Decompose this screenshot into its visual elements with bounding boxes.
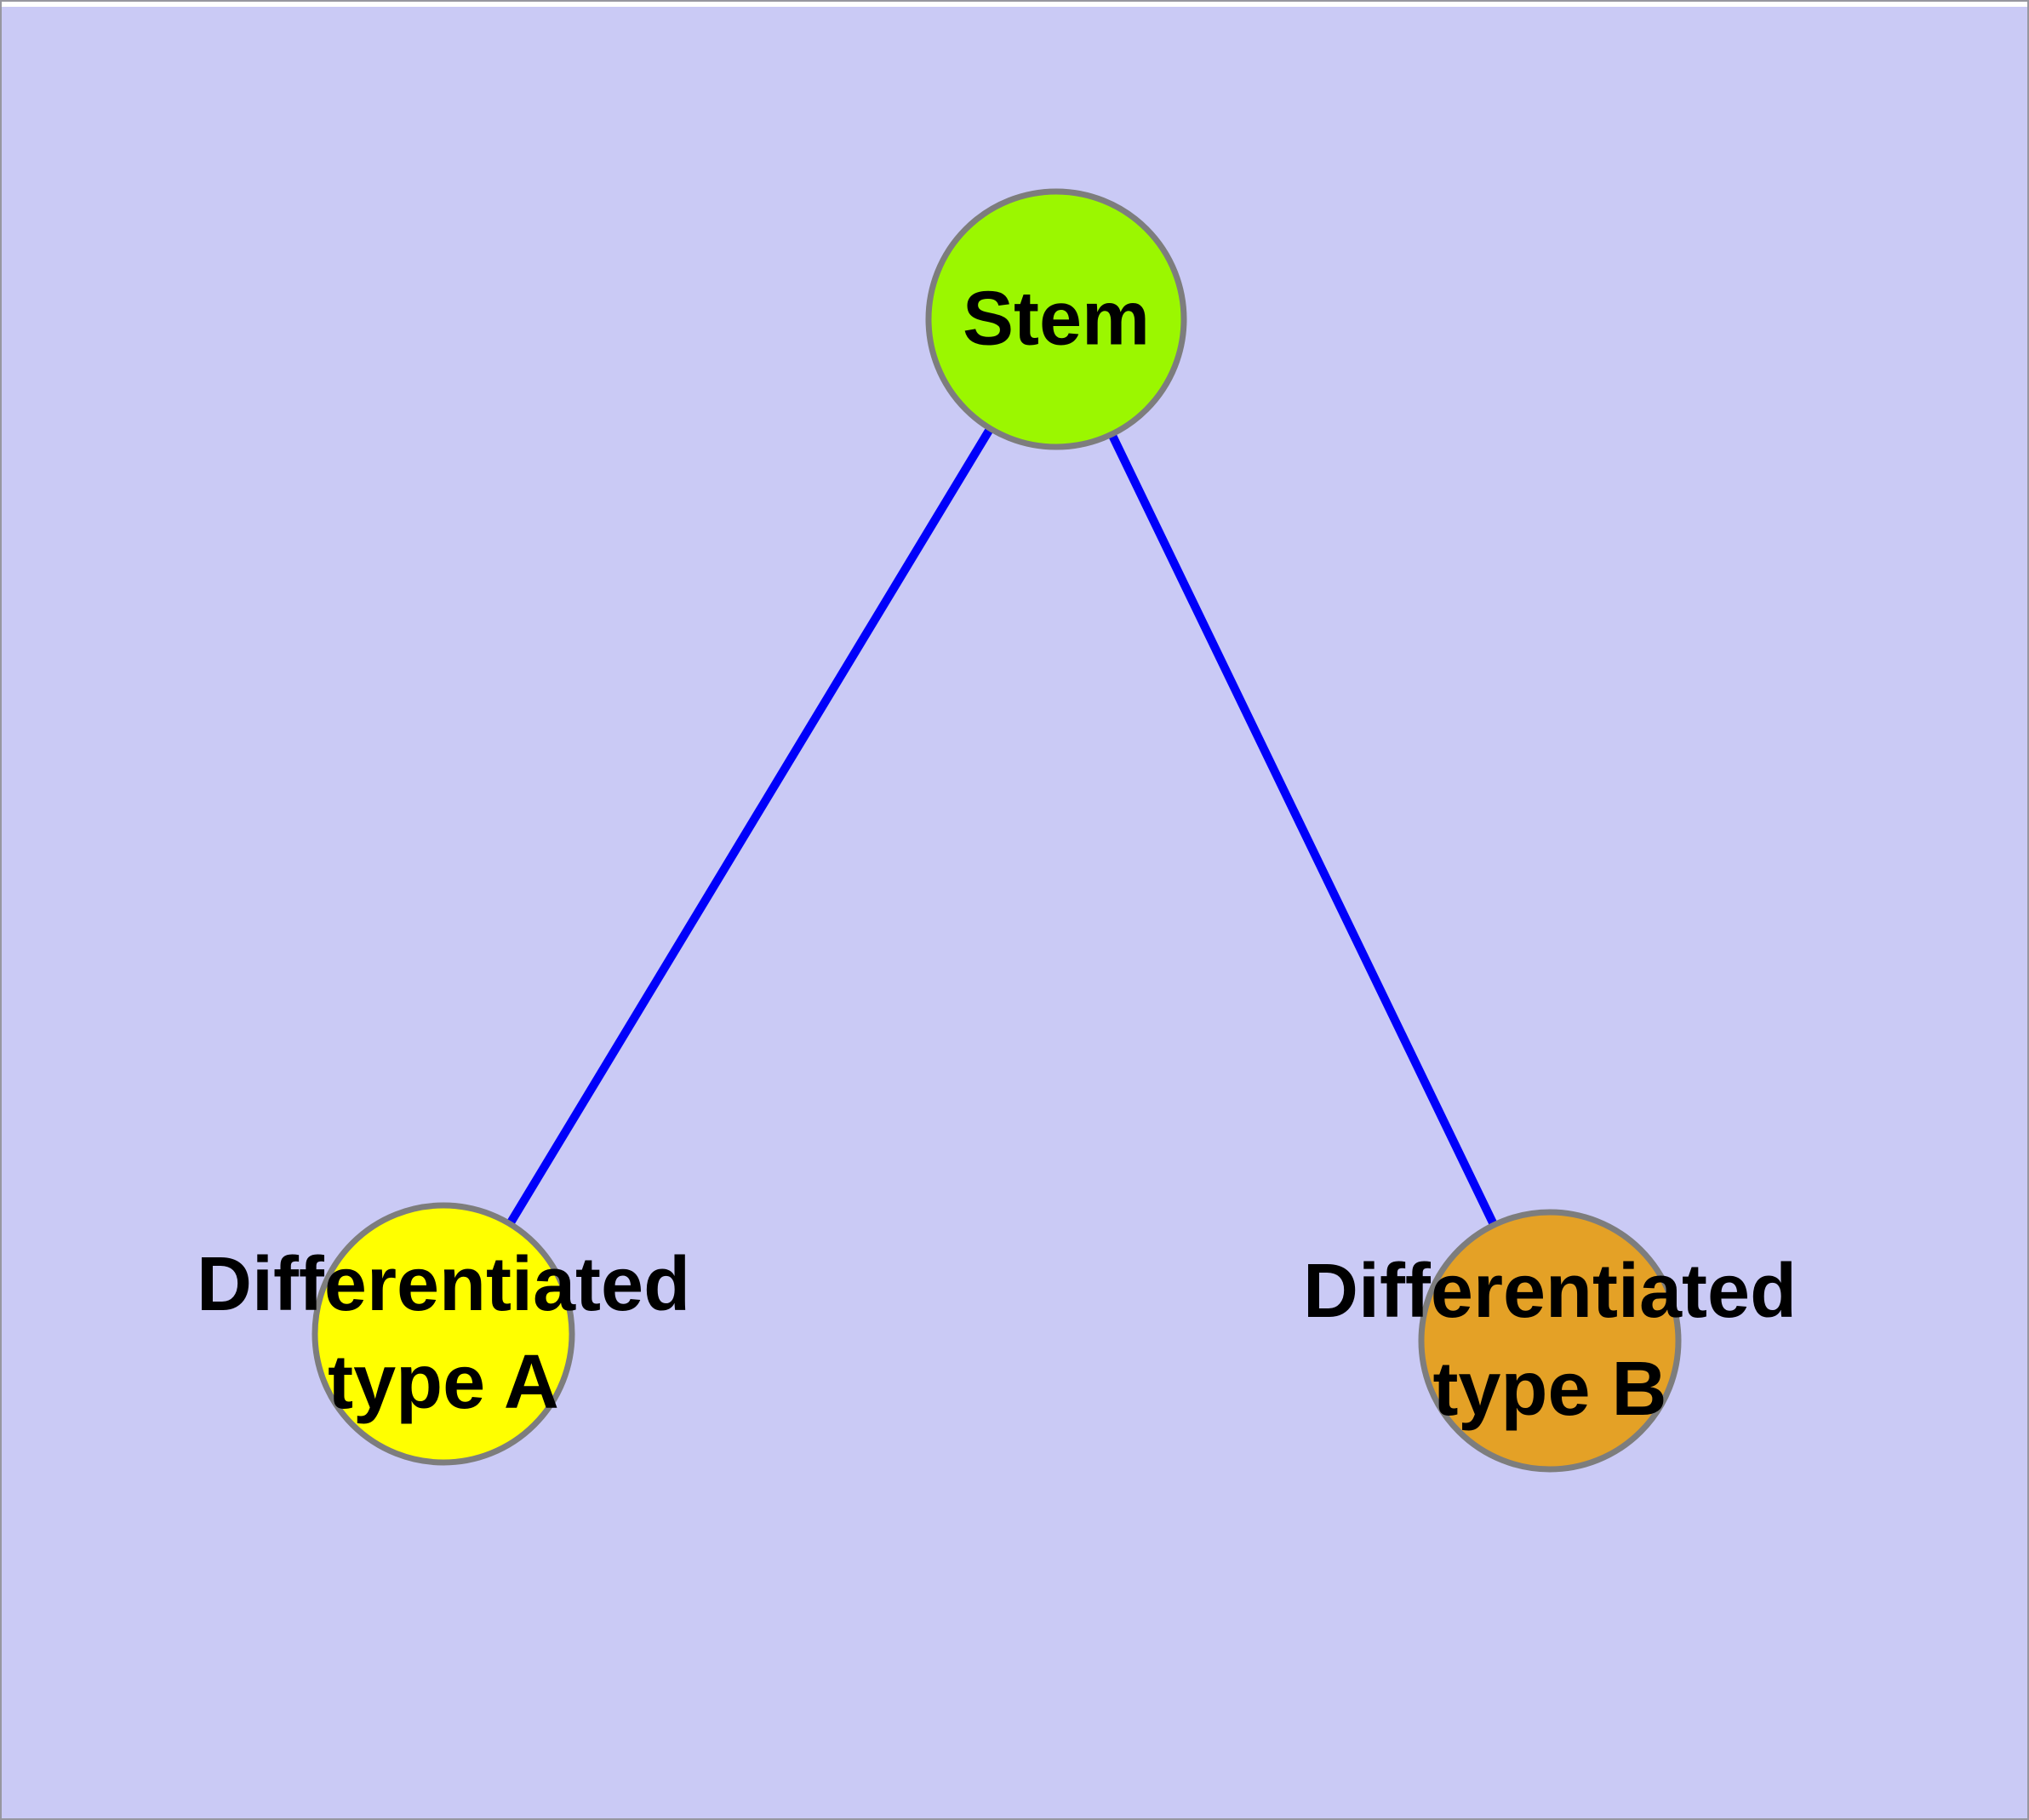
top-margin-strip <box>2 2 2027 7</box>
node-label-differentiated-type-b: Differentiated type B <box>1302 1249 1798 1432</box>
node-label-stem: Stem <box>962 276 1151 362</box>
node-circle-differentiated-type-a <box>311 1202 575 1466</box>
node-label-differentiated-type-a: Differentiated type A <box>196 1242 691 1425</box>
edge-stem-to-differentiated-type-a <box>439 317 1060 1336</box>
edge-stem-to-differentiated-type-b <box>1052 317 1554 1343</box>
node-circle-differentiated-type-b <box>1418 1209 1682 1473</box>
node-circle-stem <box>925 188 1187 450</box>
